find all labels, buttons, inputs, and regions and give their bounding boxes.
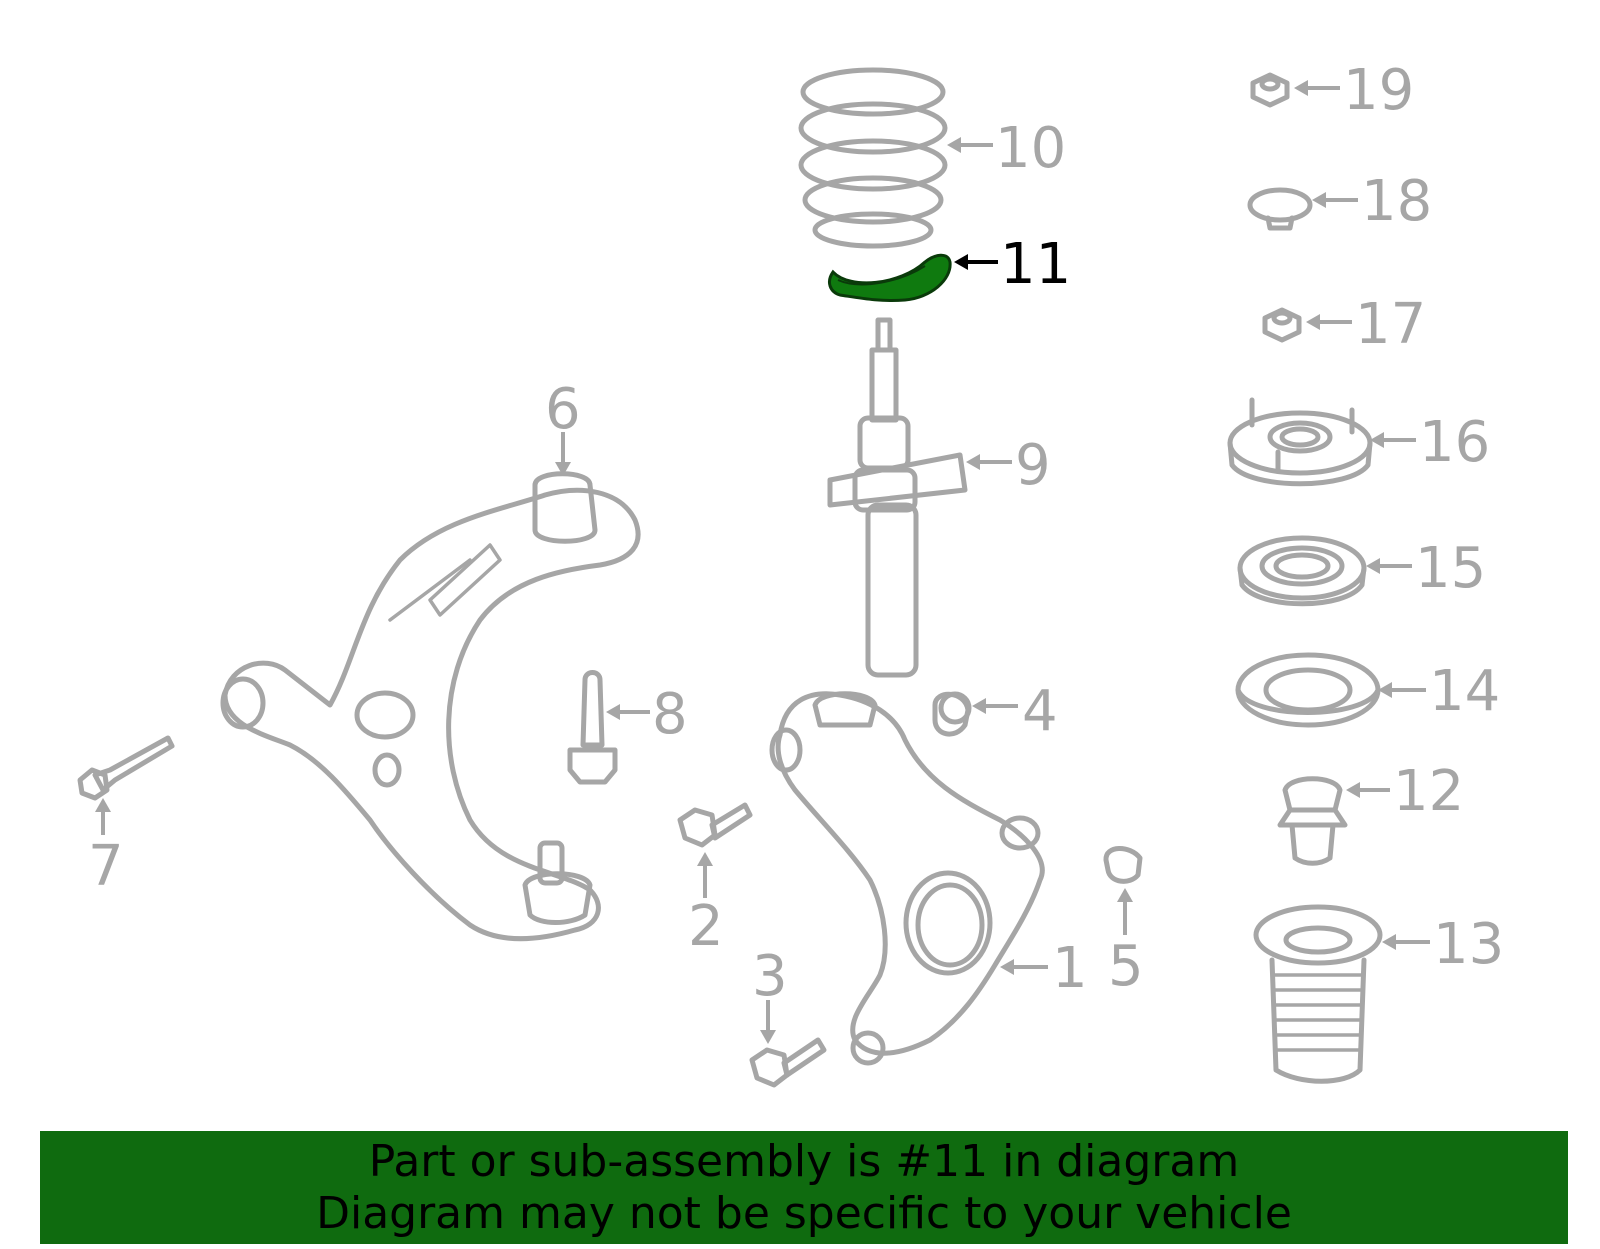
callout-label-4: 4 [1022,679,1058,744]
callout-5: 5 [1108,888,1144,999]
callout-label-17: 17 [1355,292,1426,357]
callout-10: 10 [947,116,1066,181]
callout-19: 19 [1294,58,1414,123]
callout-11: 11 [954,232,1071,297]
callout-label-7: 7 [88,834,124,899]
callout-label-9: 9 [1015,433,1051,498]
callout-label-10: 10 [995,116,1066,181]
callout-label-13: 13 [1433,912,1504,977]
coil-spring-part-10[interactable] [798,67,948,249]
dust-boot-part-13[interactable] [1253,904,1383,1084]
cap-part-18[interactable] [1247,187,1313,231]
callout-label-12: 12 [1393,759,1464,824]
nut-part-19[interactable] [1250,72,1290,108]
steering-knuckle-part-1[interactable] [769,691,1045,1066]
callout-label-15: 15 [1415,536,1486,601]
nut-part-17[interactable] [1262,307,1302,343]
stud-bolt-part-8[interactable] [567,670,618,785]
callout-17: 17 [1306,292,1426,357]
nut-part-5[interactable] [1103,846,1143,884]
callout-label-19: 19 [1343,58,1414,123]
callout-14: 14 [1378,659,1500,724]
callout-13: 13 [1382,912,1504,977]
bearing-part-15[interactable] [1237,535,1367,607]
callout-label-5: 5 [1108,934,1144,999]
strut-part-9[interactable] [827,317,968,678]
info-banner: Part or sub-assembly is #11 in diagram D… [40,1131,1568,1244]
callout-label-18: 18 [1361,169,1432,234]
callout-label-6: 6 [545,377,581,442]
bolt-part-3[interactable] [749,1037,827,1088]
callout-18: 18 [1312,169,1432,234]
callout-2: 2 [688,852,724,959]
callout-8: 8 [606,682,688,747]
banner-line-1: Part or sub-assembly is #11 in diagram [368,1135,1240,1187]
callout-label-2: 2 [688,894,724,959]
bolt-part-2[interactable] [677,802,753,848]
bump-stop-part-12[interactable] [1277,776,1348,866]
callout-label-11: 11 [1000,232,1071,297]
callout-label-3: 3 [752,944,788,1009]
banner-line-2: Diagram may not be specific to your vehi… [316,1187,1292,1239]
callout-4: 4 [972,679,1058,744]
callout-label-1: 1 [1052,936,1088,1001]
callout-16: 16 [1370,410,1490,475]
control-arm-part-6[interactable] [220,471,641,942]
callout-label-16: 16 [1419,410,1490,475]
callout-15: 15 [1366,536,1486,601]
bushing-part-4[interactable] [932,691,972,737]
callout-9: 9 [966,433,1051,498]
callout-1: 1 [1000,936,1088,1001]
spring-seat-part-11[interactable] [828,253,952,303]
bolt-part-7[interactable] [77,735,175,801]
callout-label-8: 8 [652,682,688,747]
callout-label-14: 14 [1429,659,1500,724]
strut-mount-part-16[interactable] [1227,397,1373,487]
callout-6: 6 [545,377,581,476]
spring-seat-part-14[interactable] [1235,652,1381,728]
callout-7: 7 [88,798,124,899]
callout-12: 12 [1346,759,1464,824]
callout-3: 3 [752,944,788,1044]
